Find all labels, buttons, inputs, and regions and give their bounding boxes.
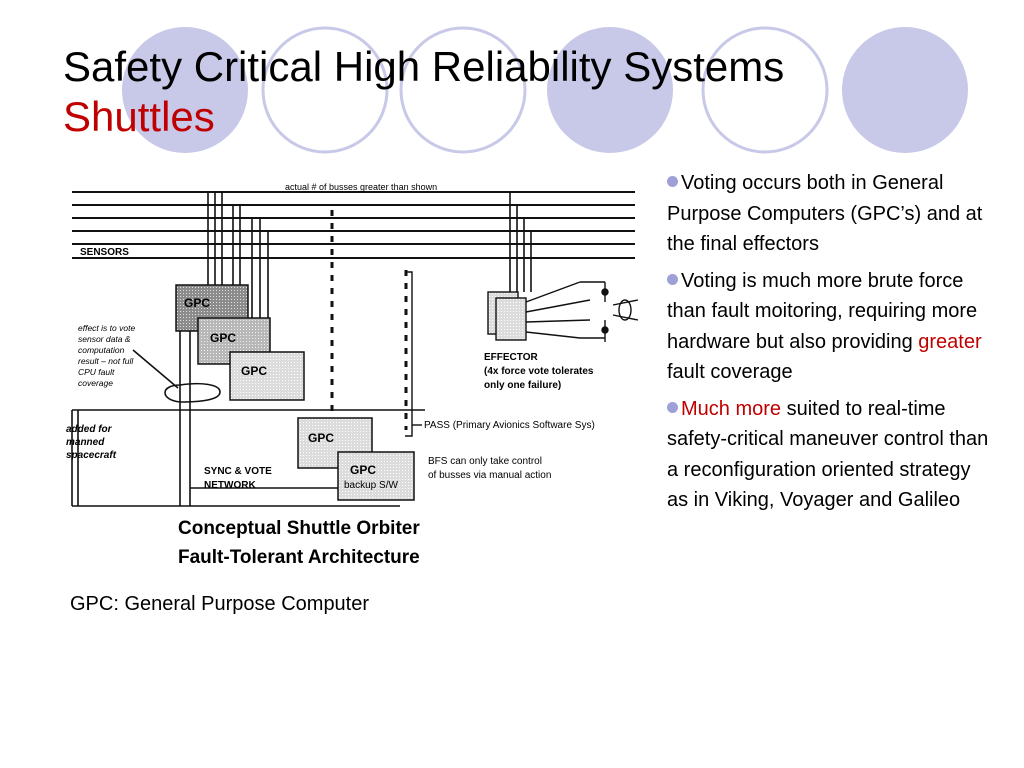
svg-text:spacecraft: spacecraft <box>66 450 117 461</box>
sync-vote-label: SYNC & VOTE NETWORK <box>204 466 272 491</box>
bullet-list: Voting occurs both in General Purpose Co… <box>667 168 997 522</box>
svg-text:added for: added for <box>66 424 113 435</box>
gpc-label-1: GPC <box>184 296 210 310</box>
svg-text:computation: computation <box>78 345 125 355</box>
gpc-label-3: GPC <box>241 364 267 378</box>
diagram-caption: Conceptual Shuttle Orbiter Fault-Toleran… <box>178 514 420 572</box>
svg-text:only one failure): only one failure) <box>484 380 561 391</box>
bullet-dot-icon <box>667 273 678 285</box>
gpc-backup-label: GPC <box>350 463 376 477</box>
manned-note: added for manned spacecraft <box>66 424 117 461</box>
bullet-dot-icon <box>667 401 678 413</box>
svg-text:of busses via manual action: of busses via manual action <box>428 470 551 481</box>
bullet-dot-icon <box>667 176 678 187</box>
title-line-1: Safety Critical High Reliability Systems <box>63 43 785 90</box>
svg-text:(4x force vote tolerates: (4x force vote tolerates <box>484 366 594 377</box>
effector-unit <box>487 281 639 342</box>
slide-title: Safety Critical High Reliability Systems… <box>63 42 784 142</box>
title-line-2: Shuttles <box>63 93 215 140</box>
bfs-label: BFS can only take control of busses via … <box>428 456 551 481</box>
data-busses <box>72 191 635 259</box>
svg-text:result – not full: result – not full <box>78 356 134 366</box>
svg-text:SYNC & VOTE: SYNC & VOTE <box>204 466 272 477</box>
sensors-label: SENSORS <box>80 247 129 258</box>
svg-text:manned: manned <box>66 437 105 448</box>
effect-note: effect is to vote sensor data & computat… <box>78 323 135 388</box>
bullet-item: Voting occurs both in General Purpose Co… <box>667 172 983 255</box>
architecture-diagram: actual # of busses greater than shown SE… <box>66 182 639 507</box>
pass-label: PASS (Primary Avionics Software Sys) <box>424 420 595 431</box>
svg-text:NETWORK: NETWORK <box>204 480 256 491</box>
svg-text:CPU fault: CPU fault <box>78 367 115 377</box>
gpc-backup-sw-label: backup S/W <box>344 480 398 491</box>
bullet-item: Much more suited to real-time safety-cri… <box>667 397 989 511</box>
svg-text:BFS can only take control: BFS can only take control <box>428 456 542 467</box>
gpc-definition: GPC: General Purpose Computer <box>70 593 370 615</box>
effector-label: EFFECTOR (4x force vote tolerates only o… <box>484 352 594 391</box>
svg-text:sensor data &: sensor data & <box>78 334 131 344</box>
decorative-circles <box>122 26 968 154</box>
svg-text:EFFECTOR: EFFECTOR <box>484 352 538 363</box>
gpc-unit-3 <box>229 351 305 401</box>
bus-count-label: actual # of busses greater than shown <box>285 182 437 192</box>
gpc-label-2: GPC <box>210 331 236 345</box>
caption-line-1: Conceptual Shuttle Orbiter <box>178 518 420 539</box>
bullet-item: Voting is much more brute force than fau… <box>667 269 982 383</box>
caption-line-2: Fault-Tolerant Architecture <box>178 547 420 568</box>
svg-text:effect is to vote: effect is to vote <box>78 323 135 333</box>
gpc-backup-unit <box>337 451 415 501</box>
gpc-label-4: GPC <box>308 431 334 445</box>
svg-text:coverage: coverage <box>78 378 113 388</box>
